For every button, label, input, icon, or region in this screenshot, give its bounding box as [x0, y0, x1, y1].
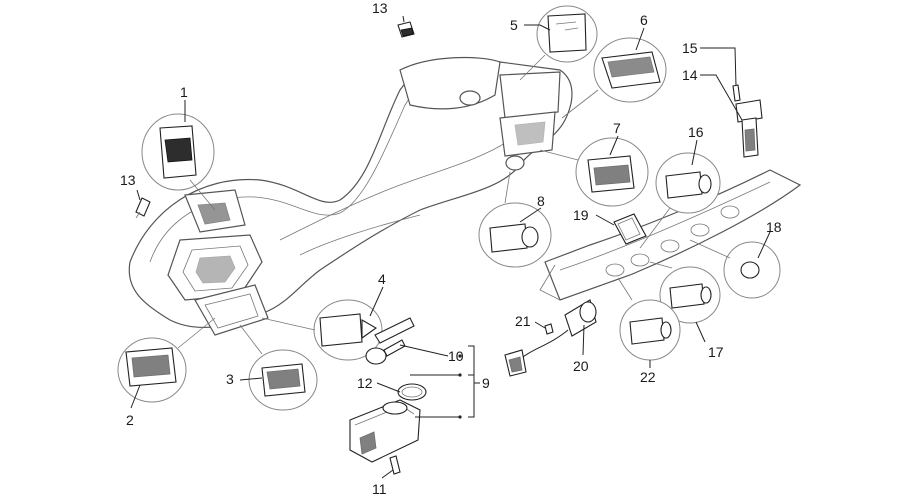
callout-8: 8: [537, 193, 545, 209]
callout-20: 20: [573, 358, 589, 374]
part-1-switch-detail: [141, 113, 216, 211]
part-7-switch-detail: [539, 137, 649, 207]
part-14-15-bracket: [732, 84, 763, 158]
callout-7: 7: [613, 120, 621, 136]
joint-dot: [458, 373, 462, 377]
part-3-switch-detail: [239, 324, 318, 411]
dashboard-panel: [539, 169, 802, 301]
part-13-screw-left: [135, 197, 151, 219]
part-18-knob: [689, 239, 781, 299]
callout-17: 17: [708, 344, 724, 360]
part-8-socket-detail: [478, 171, 552, 268]
joint-dot: [458, 354, 462, 358]
part-20-socket-cable: [504, 299, 597, 377]
callout-16: 16: [688, 124, 704, 140]
callout-12: 12: [357, 375, 373, 391]
part-19-pad: [613, 213, 647, 245]
callout-13-top: 13: [372, 0, 388, 16]
callout-11: 11: [372, 481, 387, 497]
joint-dot: [458, 415, 462, 419]
part-6-switch-detail: [561, 37, 667, 119]
part-5-switch-detail: [519, 5, 598, 81]
callout-labels: 1 2 3 4 5 6 7 8 9 10 11 12 13 13 14 15 1…: [120, 0, 782, 497]
callout-21: 21: [515, 313, 531, 329]
callout-22: 22: [640, 369, 656, 385]
callout-15: 15: [682, 40, 698, 56]
callout-19: 19: [573, 207, 589, 223]
callout-10: 10: [448, 348, 464, 364]
part-13-screw-top: [397, 21, 415, 38]
ignition-key-group: [349, 317, 427, 475]
part-2-switch-detail: [117, 317, 216, 403]
part-17-socket-detail: [649, 261, 721, 324]
callout-6: 6: [640, 12, 648, 28]
callout-3: 3: [226, 371, 234, 387]
callout-2: 2: [126, 412, 134, 428]
callout-14: 14: [682, 67, 698, 83]
callout-1: 1: [180, 84, 188, 100]
part-16-socket-detail: [639, 152, 721, 249]
handlebar-cover-body: [128, 56, 573, 336]
callout-4: 4: [378, 271, 386, 287]
part-4-switch-detail: [261, 299, 383, 361]
part-22-socket-detail: [617, 277, 681, 361]
callout-9: 9: [482, 375, 490, 391]
callout-5: 5: [510, 17, 518, 33]
leader-lines: [130, 15, 771, 479]
callout-13-left: 13: [120, 172, 136, 188]
callout-18: 18: [766, 219, 782, 235]
